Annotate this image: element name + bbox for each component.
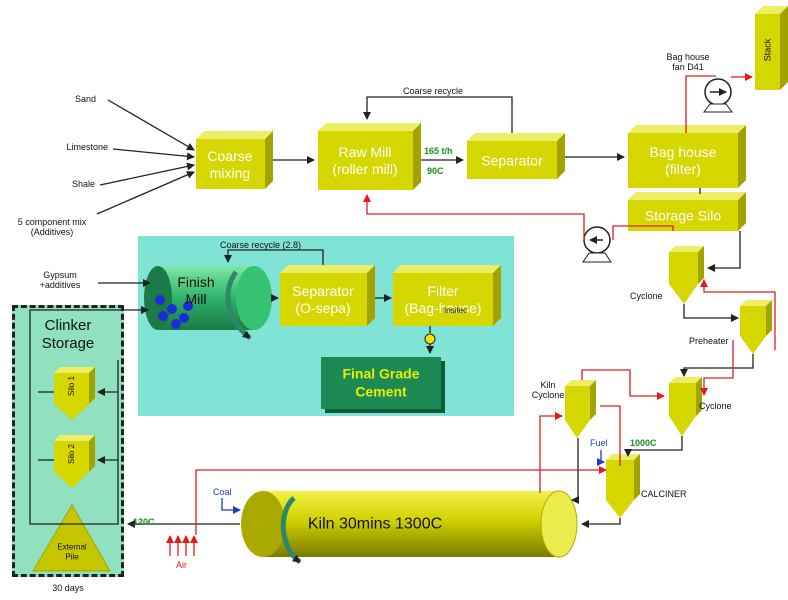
raw-mill-rate-label: 165 t/h (424, 146, 453, 156)
silo-2 (54, 435, 95, 488)
silo-2-label: Silo 2 (67, 443, 77, 465)
fuel-label: Fuel (590, 438, 608, 448)
red-flows (166, 73, 776, 556)
clinker-storage-label: Clinker Storage (41, 317, 95, 352)
bag-house-fan-label: Bag house fan D41 (666, 52, 710, 73)
gypsum-label: Gypsum +additives (39, 270, 81, 291)
insitec-sensor (424, 333, 436, 345)
sand-label: Sand (74, 94, 96, 104)
coarse-mixing-box (196, 131, 273, 189)
coarse-recycle-label: Coarse recycle (403, 86, 464, 96)
air-label: Air (176, 560, 187, 570)
final-grade-cement-box: Final Grade Cement (321, 357, 441, 409)
component-mix-label: 5 component mix (Additives) (17, 217, 87, 238)
separator-box (467, 133, 565, 179)
separator-o-sepa-box (280, 265, 375, 326)
days-label: 30 days (52, 583, 84, 593)
raw-mill-temp-label: 90C (427, 166, 444, 176)
stack-box (755, 6, 788, 90)
cyclone-top (669, 246, 704, 304)
external-pile-label: External Pile (57, 542, 87, 561)
bag-house-label: Bag house (filter) (649, 144, 717, 177)
cyclone-mid (669, 377, 702, 436)
kiln-cylinder (241, 490, 578, 558)
insitec-label: Insitec (444, 306, 468, 315)
raw-mill-label: Raw Mill (roller mill) (332, 144, 398, 177)
cyclone-top-label: Cyclone (630, 291, 663, 301)
finish-mill-cylinder (144, 266, 272, 330)
calciner-temp-label: 1000C (630, 438, 657, 448)
preheater-fan-icon (582, 226, 612, 263)
black-flows (29, 96, 754, 528)
bag-house-fan-icon (703, 78, 733, 113)
preheater-label: Preheater (689, 336, 729, 346)
separator-o-sepa-label: Separator (O-sepa) (292, 283, 354, 316)
calciner-label: CALCINER (641, 489, 687, 499)
shale-label: Shale (71, 179, 95, 189)
kiln-cyclone-label: Kiln Cyclone (531, 380, 565, 401)
raw-mill-box (318, 123, 421, 190)
limestone-label: Limestone (66, 142, 108, 152)
separator-label: Separator (481, 152, 543, 169)
kiln-cyclone (565, 380, 596, 438)
kiln-label: Kiln 30mins 1300C (307, 515, 443, 533)
silo-1-label: Silo 1 (67, 375, 77, 397)
coal-label: Coal (213, 487, 232, 497)
silo-1 (54, 367, 95, 420)
coarse-mixing-label: Coarse mixing (207, 148, 253, 181)
finish-mill-rotation-arrow (225, 270, 252, 340)
filter-bag-house-label: Filter (Bag-house) (404, 283, 482, 316)
cyclone-mid-label: Cyclone (699, 401, 732, 411)
coarse-recycle-finish-label: Coarse recycle (2.8) (220, 240, 302, 250)
external-pile (32, 504, 111, 572)
kiln-exit-temp-label: 120C (133, 517, 155, 527)
storage-silo-label: Storage Silo (644, 207, 722, 224)
preheater-cyclone (740, 300, 772, 354)
stack-label: Stack (762, 38, 773, 62)
blue-flows (221, 450, 605, 514)
finish-mill-label: Finish Mill (177, 274, 215, 307)
calciner-vessel (606, 454, 640, 518)
bag-house-box (628, 125, 746, 188)
filter-bag-house-box (393, 265, 501, 326)
kiln-rotation-arrow (280, 496, 302, 565)
